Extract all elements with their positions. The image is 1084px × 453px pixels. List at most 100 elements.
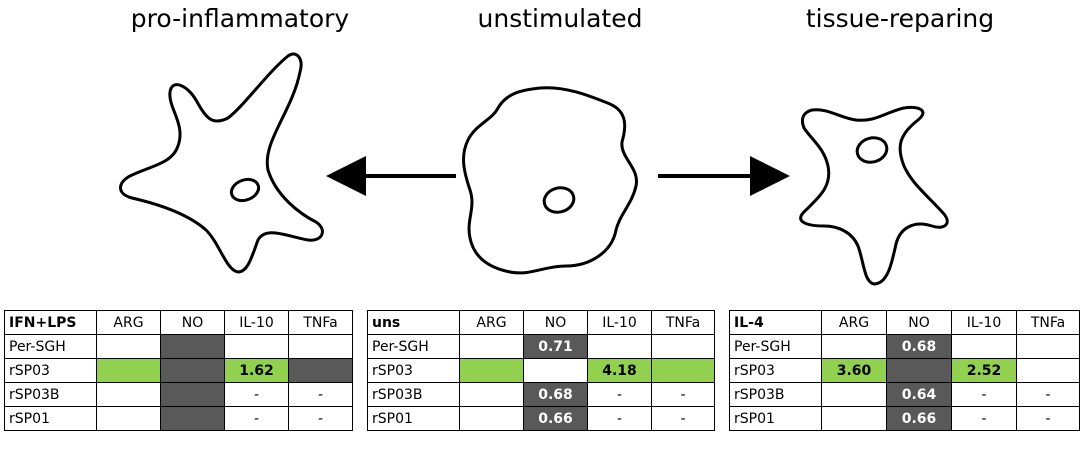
table-cell: 0.68 [886,334,952,359]
column-header: IL-10 [951,310,1017,335]
column-header: NO [886,310,952,335]
unstimulated-nucleus [542,186,576,214]
table-cell [96,382,161,407]
table-cell [96,358,161,383]
table-cell [886,358,952,383]
column-header: IL-10 [587,310,652,335]
column-header: ARG [96,310,161,335]
table-row: rSP03B-- [4,382,353,407]
row-label: Per-SGH [4,334,97,359]
row-label: rSP03B [729,382,822,407]
table-cell [160,358,225,383]
table-cell: - [951,406,1017,431]
table-cell: - [288,406,353,431]
table-condition-label: uns [367,310,460,335]
table-cell [459,406,524,431]
table-cell [951,334,1017,359]
column-header: ARG [821,310,887,335]
table-row: Per-SGH [4,334,353,359]
row-label: rSP03B [367,382,460,407]
title-unstimulated: unstimulated [477,4,643,33]
table-condition-label: IL-4 [729,310,822,335]
column-header: IL-10 [224,310,289,335]
table-row: rSP03 4.18 [367,358,715,383]
table-cell [651,334,715,359]
table-cell [1016,358,1080,383]
table-row: rSP03 1.62 [4,358,353,383]
table-cell [1016,334,1080,359]
table-cell [224,334,289,359]
table-cell [821,334,887,359]
table-cell [160,382,225,407]
table-cell: 0.66 [523,406,588,431]
table-cell: - [587,406,652,431]
table-cell: 0.66 [886,406,952,431]
table-cell: - [587,382,652,407]
row-label: rSP03 [367,358,460,383]
pro-inflammatory-nucleus [229,177,261,203]
table-cell [160,334,225,359]
table-cell: 0.64 [886,382,952,407]
tissue-reparing-cell-outline [799,106,949,286]
column-header: NO [523,310,588,335]
row-label: rSP01 [4,406,97,431]
table-cell [651,358,715,383]
table-cell [459,382,524,407]
table-row: rSP01 -- [4,406,353,431]
column-header: NO [160,310,225,335]
table-cell: - [224,406,289,431]
table-cell [160,406,225,431]
table-cell [288,358,353,383]
row-label: rSP03 [729,358,822,383]
unstimulated-cell-outline [462,86,638,275]
row-label: rSP03 [4,358,97,383]
table-cell: 2.52 [951,358,1017,383]
row-label: Per-SGH [367,334,460,359]
column-header: TNFa [651,310,715,335]
row-label: rSP01 [367,406,460,431]
column-header: TNFa [1016,310,1080,335]
table-cell: 3.60 [821,358,887,383]
table-cell [96,334,161,359]
title-tissue-reparing: tissue-reparing [805,4,995,33]
table-cell: 4.18 [587,358,652,383]
title-pro-inflammatory: pro-inflammatory [130,4,350,33]
column-header: TNFa [288,310,353,335]
table-cell: 1.62 [224,358,289,383]
table-cell: - [288,382,353,407]
table-cell [587,334,652,359]
table-cell: 0.68 [523,382,588,407]
table-condition-label: IFN+LPS [4,310,97,335]
table-cell: - [651,406,715,431]
table-cell: 0.71 [523,334,588,359]
table-cell [821,406,887,431]
table-cell: - [1016,382,1080,407]
table-cell [821,382,887,407]
table-row: Per-SGH 0.71 [367,334,715,359]
table-cell: - [651,382,715,407]
tissue-reparing-nucleus [855,136,889,164]
table-cell [523,358,588,383]
row-label: rSP01 [729,406,822,431]
table-cell [459,334,524,359]
table-cell: - [951,382,1017,407]
row-label: rSP03B [4,382,97,407]
table-cell [459,358,524,383]
row-label: Per-SGH [729,334,822,359]
table-cell: - [1016,406,1080,431]
table-cell [96,406,161,431]
table-cell [288,334,353,359]
pro-inflammatory-cell-outline [119,52,324,274]
column-header: ARG [459,310,524,335]
